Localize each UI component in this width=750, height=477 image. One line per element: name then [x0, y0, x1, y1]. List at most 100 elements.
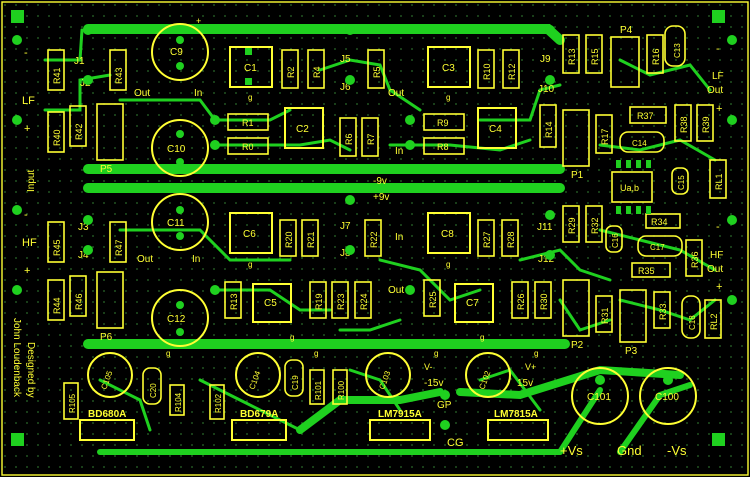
svg-text:Designed by: Designed by	[25, 342, 36, 398]
rail-label-plus9-top: +	[196, 16, 201, 26]
svg-text:C8: C8	[441, 229, 454, 240]
svg-text:HF: HF	[710, 250, 723, 261]
svg-text:-15v: -15v	[424, 378, 443, 389]
svg-text:C9: C9	[170, 47, 183, 58]
svg-text:R44: R44	[52, 297, 62, 314]
svg-text:g: g	[166, 349, 170, 358]
svg-text:R8: R8	[437, 142, 449, 152]
svg-text:P2: P2	[571, 340, 584, 351]
resistor-labels: R41 R43 R40 R42 R45 R47 R44 R46 R2 R4 R5…	[52, 48, 724, 413]
svg-text:R29: R29	[567, 217, 577, 234]
svg-text:R34: R34	[651, 217, 668, 227]
svg-text:R32: R32	[590, 217, 600, 234]
svg-text:R24: R24	[359, 293, 369, 310]
svg-text:R25: R25	[428, 291, 438, 308]
svg-text:CG: CG	[447, 437, 464, 449]
svg-text:R35: R35	[638, 266, 655, 276]
rail-label-plus9: +9v	[373, 192, 389, 203]
rail-label-minus9: -9v	[373, 176, 387, 187]
ground-markers: g g g g g g g g g g	[166, 93, 538, 358]
svg-text:HF: HF	[22, 237, 37, 249]
cap-c12: C12	[151, 289, 209, 347]
svg-text:Out: Out	[388, 285, 404, 296]
svg-text:-: -	[716, 221, 720, 233]
svg-text:C5: C5	[264, 298, 277, 309]
svg-text:R27: R27	[482, 231, 492, 248]
svg-text:R42: R42	[74, 123, 84, 140]
right-output-labels: - LF Out + - HF Out +	[707, 43, 724, 293]
svg-text:R2: R2	[286, 66, 296, 78]
svg-text:C17: C17	[650, 243, 665, 252]
svg-text:R7: R7	[366, 133, 376, 145]
io-labels: Out In Out In Out In In Out	[134, 88, 404, 296]
svg-text:John Loudenback: John Loudenback	[11, 318, 22, 398]
ic-ua-b: Ua,b	[611, 160, 653, 214]
svg-text:R20: R20	[284, 231, 294, 248]
svg-text:R1: R1	[242, 118, 254, 128]
svg-text:C14: C14	[632, 139, 647, 148]
svg-text:R13: R13	[229, 293, 239, 310]
svg-text:g: g	[534, 349, 538, 358]
svg-text:C12: C12	[167, 314, 186, 325]
svg-text:R31: R31	[600, 307, 610, 324]
svg-text:g: g	[314, 349, 318, 358]
svg-text:J1: J1	[74, 56, 85, 67]
svg-text:J3: J3	[78, 222, 89, 233]
svg-text:BD679A: BD679A	[240, 409, 278, 420]
svg-text:Out: Out	[134, 88, 150, 99]
svg-text:C15: C15	[677, 175, 686, 190]
svg-text:R13: R13	[567, 48, 577, 65]
svg-text:g: g	[248, 260, 252, 269]
svg-text:R36: R36	[690, 251, 700, 268]
mount-pad-tr	[712, 10, 725, 23]
svg-text:R102: R102	[214, 393, 223, 413]
svg-text:C6: C6	[243, 229, 256, 240]
svg-text:V+: V+	[525, 362, 536, 372]
svg-text:C16: C16	[611, 233, 620, 248]
mount-pad-br	[712, 433, 725, 446]
svg-text:R26: R26	[516, 293, 526, 310]
svg-text:R22: R22	[369, 231, 379, 248]
svg-text:In: In	[192, 254, 200, 265]
svg-text:J7: J7	[340, 221, 351, 232]
svg-text:In: In	[395, 146, 403, 157]
svg-text:R9: R9	[437, 118, 449, 128]
svg-text:BD680A: BD680A	[88, 409, 126, 420]
svg-text:-: -	[24, 47, 28, 59]
small-caps	[142, 25, 701, 405]
svg-text:J5: J5	[340, 54, 351, 65]
svg-text:R0: R0	[242, 142, 254, 152]
power-caps	[87, 352, 697, 425]
svg-text:R23: R23	[336, 293, 346, 310]
svg-text:J4: J4	[78, 250, 89, 261]
svg-text:R40: R40	[52, 129, 62, 146]
svg-text:J8: J8	[340, 248, 351, 259]
cap-c4: C4	[477, 107, 517, 149]
svg-text:-: -	[716, 43, 720, 55]
resistors-horizontal: R1 R0 R9 R8 R37 R34 R35	[227, 106, 681, 278]
svg-text:J6: J6	[340, 82, 351, 93]
svg-text:J12: J12	[538, 254, 555, 265]
svg-text:+: +	[24, 265, 30, 277]
svg-text:C4: C4	[489, 124, 502, 135]
svg-text:V-: V-	[424, 362, 433, 372]
svg-text:RL2: RL2	[709, 313, 719, 330]
cap-c11: C11	[151, 193, 209, 251]
svg-text:R104: R104	[174, 392, 183, 412]
svg-text:R46: R46	[74, 293, 84, 310]
svg-text:g: g	[290, 333, 294, 342]
svg-text:R5: R5	[372, 66, 382, 78]
svg-text:R4: R4	[312, 66, 322, 78]
svg-text:C3: C3	[442, 63, 455, 74]
svg-text:+: +	[24, 123, 30, 135]
svg-text:Out: Out	[388, 88, 404, 99]
svg-text:15v: 15v	[517, 378, 533, 389]
pot-labels: P5 P6 P1 P2 P3 P4	[100, 25, 638, 357]
svg-text:LM7815A: LM7815A	[494, 409, 538, 420]
svg-text:R100: R100	[337, 380, 346, 400]
regulators: BD680A BD679A LM7915A LM7815A	[79, 409, 549, 441]
svg-text:R12: R12	[507, 63, 517, 80]
svg-text:GP: GP	[437, 400, 452, 411]
